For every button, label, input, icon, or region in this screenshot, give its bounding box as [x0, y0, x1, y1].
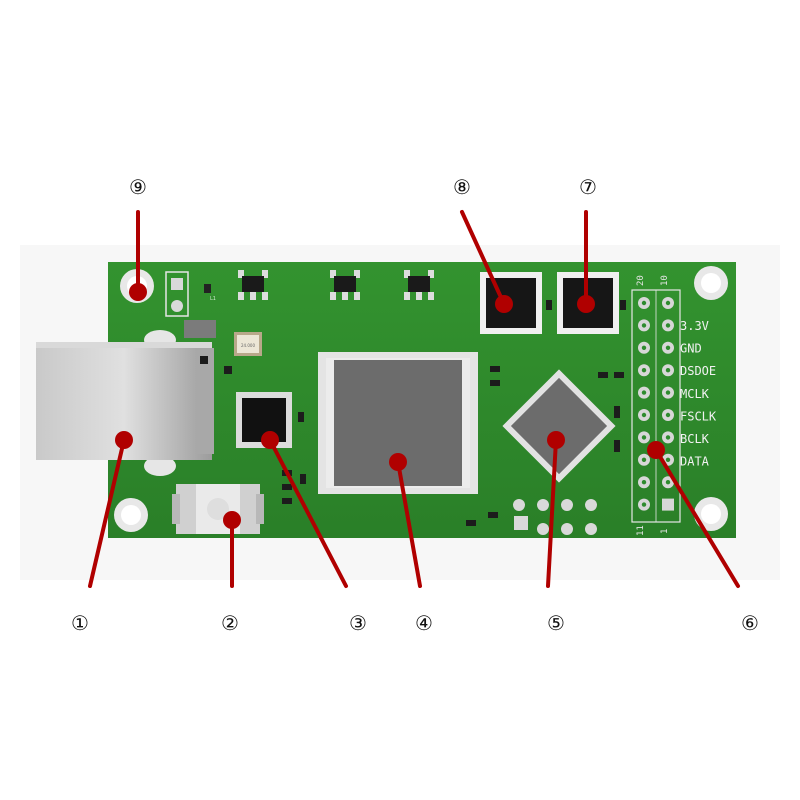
header-pad-hole — [665, 390, 671, 395]
callout-7: ⑦ — [579, 175, 597, 199]
pin-labels: 3.3V GND DSDOE MCLK FSCLK BCLK DATA — [680, 319, 717, 469]
leader-dot-4 — [389, 453, 407, 471]
mounting-hole-bottom-right — [694, 497, 728, 531]
header-pad-hole — [641, 300, 647, 306]
header-pad-hole — [641, 323, 647, 328]
leader-dot-8 — [495, 295, 513, 313]
pin-number-10: 10 — [660, 275, 670, 286]
main-processor — [318, 352, 478, 494]
leader-dot-6 — [647, 441, 665, 459]
regulator-chip — [184, 320, 216, 338]
callout-6: ⑥ — [741, 611, 759, 635]
pin-number-11: 11 — [636, 525, 646, 536]
crystal: 24.000 — [234, 332, 262, 356]
header-pad-hole — [641, 345, 647, 350]
header-pad-hole — [665, 345, 671, 350]
header-pad-hole — [665, 435, 671, 440]
callout-9: ⑨ — [129, 175, 147, 199]
callout-1: ① — [71, 611, 89, 635]
header-pad — [662, 498, 674, 511]
header-pad-hole — [665, 368, 671, 373]
header-pad-hole — [641, 457, 647, 462]
mounting-hole-bottom-left — [114, 498, 148, 532]
pad-grid — [513, 499, 597, 535]
header-pad-hole — [665, 480, 671, 485]
transistor-group-1 — [238, 270, 268, 300]
leader-line-4 — [396, 460, 422, 588]
pin-label-gnd: GND — [680, 342, 702, 356]
pin-label-mclk: MCLK — [680, 387, 710, 401]
pin-label-33v: 3.3V — [680, 319, 709, 333]
leader-line-6 — [654, 448, 740, 588]
two-pin-header — [165, 271, 189, 317]
leader-line-3 — [268, 438, 348, 588]
usb-b-connector — [36, 330, 214, 476]
leader-lines — [88, 210, 740, 588]
header-pad-hole — [641, 435, 647, 440]
pin-number-1: 1 — [660, 529, 670, 534]
header-pad-hole — [665, 300, 671, 306]
callout-4: ④ — [415, 611, 433, 635]
header-pad-hole — [641, 368, 647, 373]
leader-dot-1 — [115, 431, 133, 449]
callout-5: ⑤ — [547, 611, 565, 635]
header-pads — [638, 297, 674, 511]
header-pad-hole — [641, 390, 647, 395]
transistor-group-3 — [404, 270, 434, 300]
callout-8: ⑧ — [453, 175, 471, 199]
pin-label-data: DATA — [680, 455, 710, 469]
leader-dot-3 — [261, 431, 279, 449]
header-pad-hole — [665, 412, 671, 418]
leader-dot-5 — [547, 431, 565, 449]
pin-number-20: 20 — [636, 275, 646, 286]
leader-line-8 — [460, 210, 506, 306]
leader-dot-2 — [223, 511, 241, 529]
smd-component — [204, 284, 211, 293]
pin-label-dsdoe: DSDOE — [680, 364, 716, 378]
header-pad-hole — [641, 412, 647, 418]
leader-line-5 — [546, 438, 558, 588]
transistor-group-2 — [330, 270, 360, 300]
crystal-label: 24.000 — [241, 343, 255, 348]
i2s-output-header — [631, 289, 681, 523]
leader-line-1 — [88, 438, 126, 588]
header-pad-hole — [641, 502, 647, 507]
header-pad-hole — [665, 457, 671, 462]
header-pad-hole — [665, 323, 671, 328]
header-pad-hole — [641, 480, 647, 485]
pin-label-bclk: BCLK — [680, 432, 710, 446]
callout-2: ② — [221, 611, 239, 635]
push-button — [172, 484, 264, 534]
leader-dot-7 — [577, 295, 595, 313]
inductor-label: L1 — [210, 296, 216, 302]
callout-3: ③ — [349, 611, 367, 635]
passive-components — [200, 300, 626, 526]
pin-label-fsclk: FSCLK — [680, 409, 717, 423]
leader-dots — [115, 283, 665, 529]
leader-dot-9 — [129, 283, 147, 301]
mounting-hole-top-right — [694, 266, 728, 300]
